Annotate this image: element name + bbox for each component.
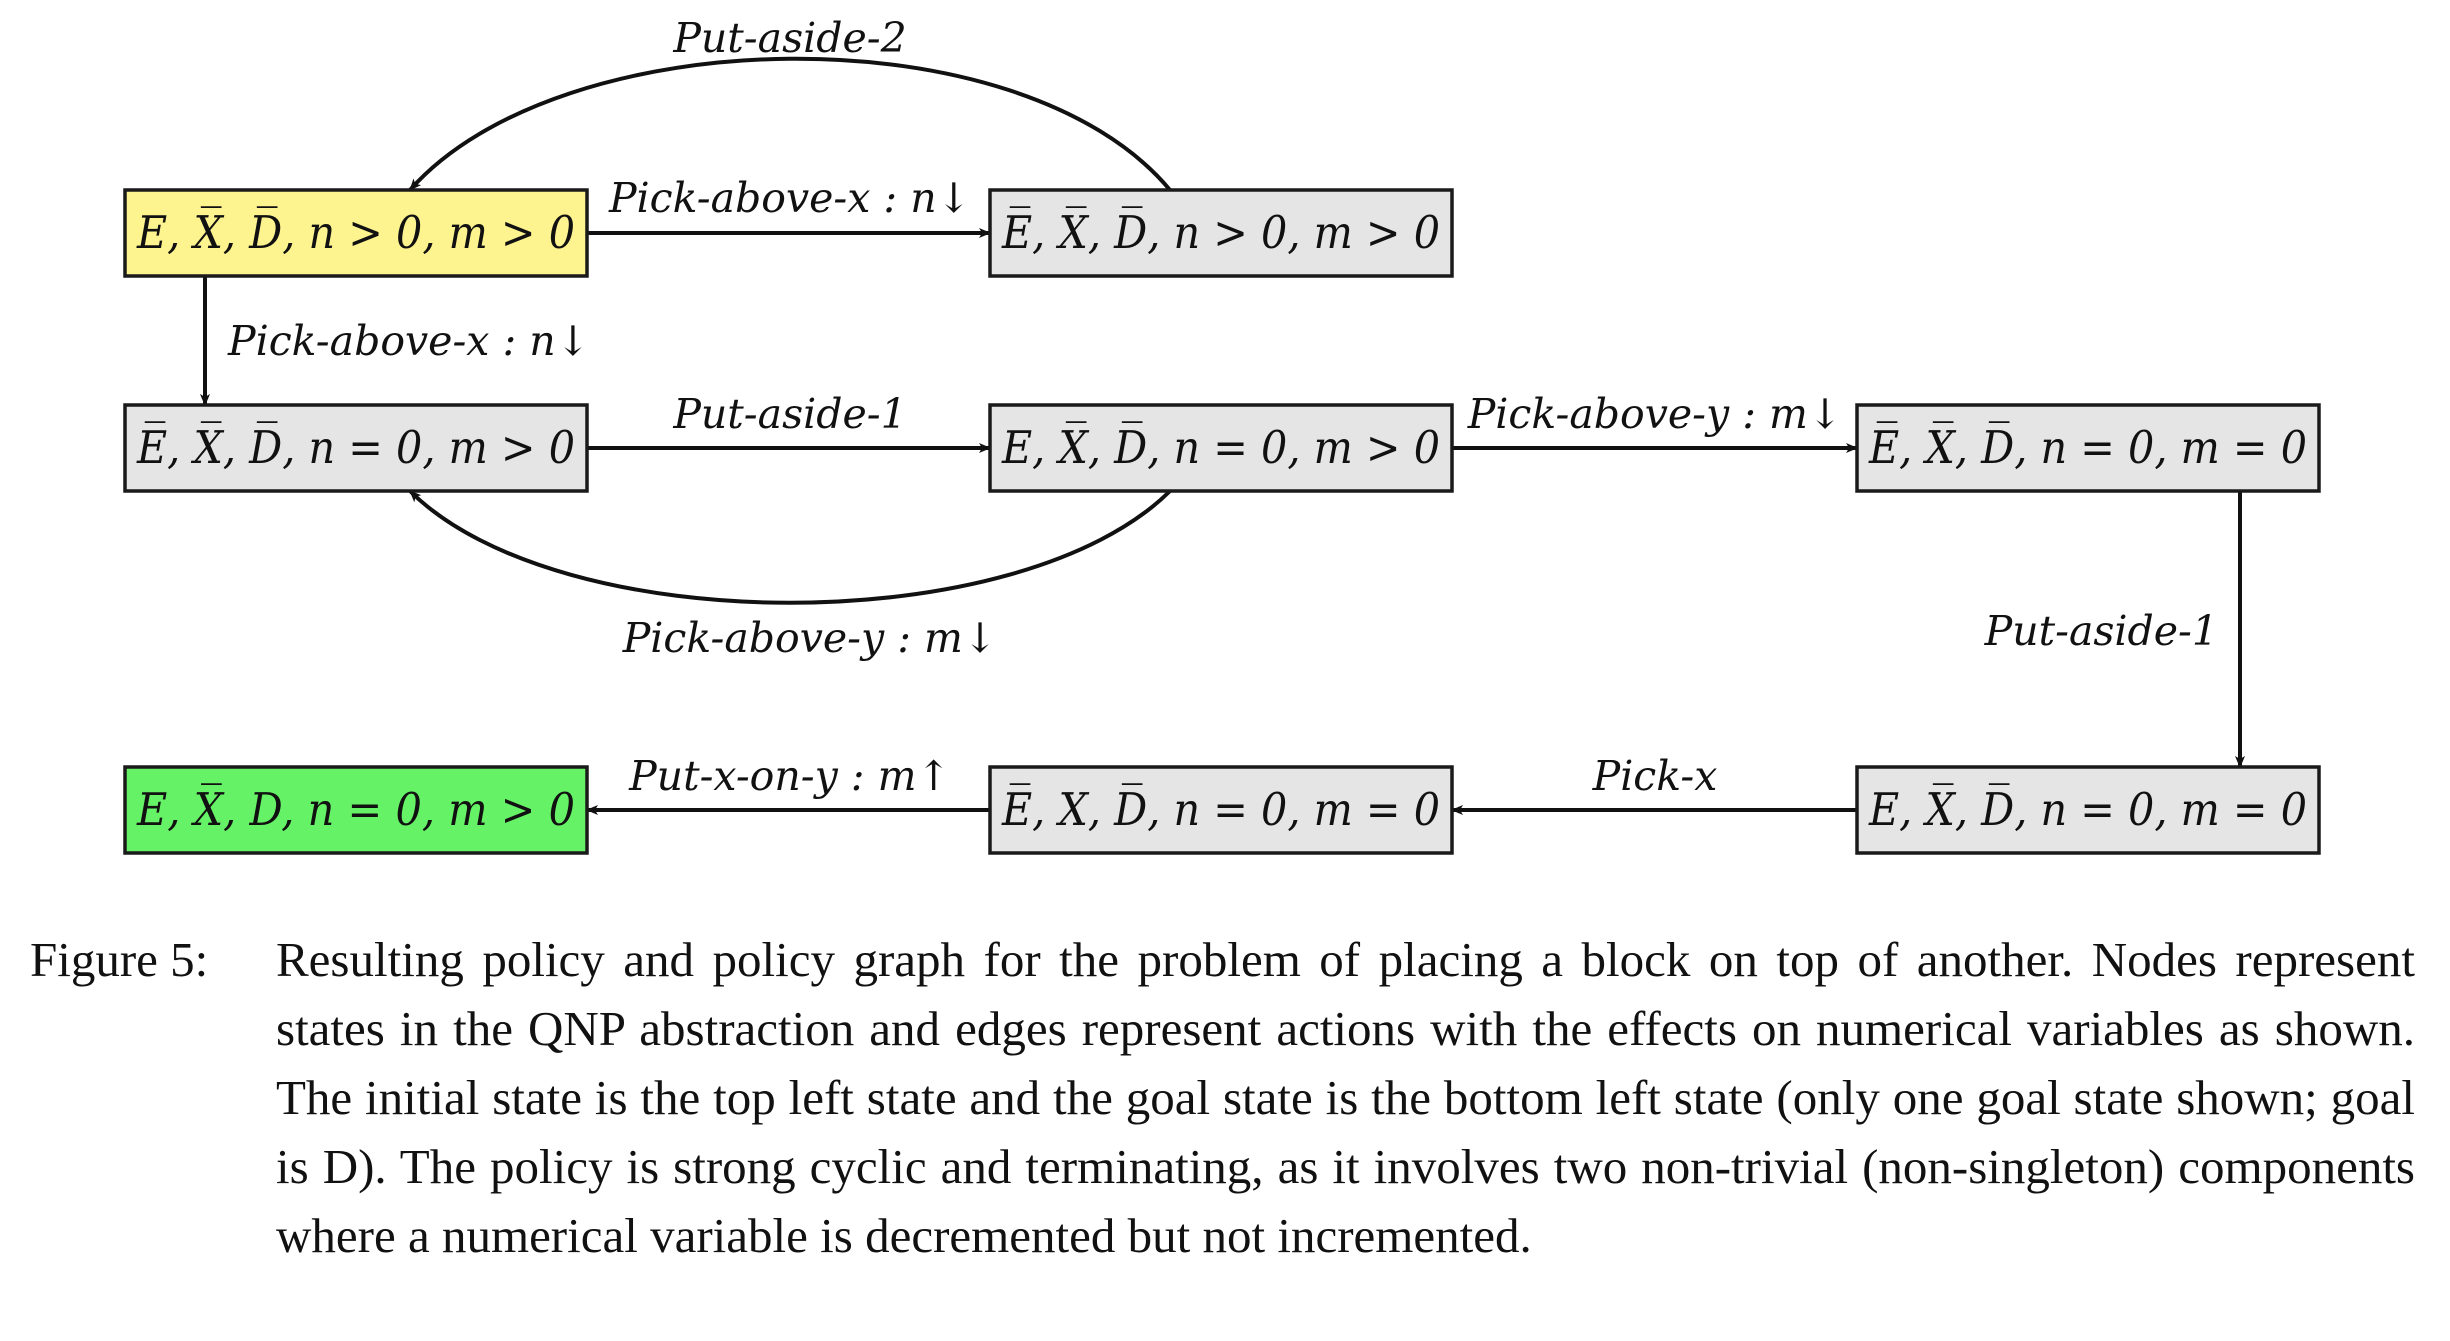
state-node-box: [988, 765, 1454, 855]
edge-label: Put-aside-2: [672, 14, 906, 62]
state-node-box: [988, 403, 1454, 493]
edge-label: Pick-x: [1592, 752, 1718, 800]
edge-s4-to-s5: Pick-above-y : m↓: [1452, 390, 1858, 453]
state-node-s4: E, X̅, D̅, n = 0, m > 0: [988, 403, 1454, 493]
edge-label: Pick-above-x : n↓: [608, 174, 971, 222]
state-node-s2: E̅, X̅, D̅, n > 0, m > 0: [988, 188, 1454, 278]
state-node-label: E, X̅, D, n = 0, m > 0: [136, 783, 575, 836]
edge-s7-to-s6: Put-x-on-y : m↑: [586, 752, 990, 815]
state-node-label: E, X̅, D̅, n = 0, m = 0: [1868, 783, 2307, 836]
caption-label: Figure 5:: [30, 932, 209, 987]
state-node-s3: E̅, X̅, D̅, n = 0, m > 0: [123, 403, 589, 493]
state-node-label: E̅, X̅, D̅, n > 0, m > 0: [1001, 206, 1440, 259]
edge-label: Put-x-on-y : m↑: [628, 752, 951, 800]
edge-arrow: [408, 56, 1172, 192]
state-node-s1: E, X̅, D̅, n > 0, m > 0: [123, 188, 589, 278]
edge-label: Pick-above-y : m↓: [622, 614, 998, 662]
state-node-label: E, X̅, D̅, n > 0, m > 0: [136, 206, 575, 259]
edge-arrow: [408, 489, 1172, 605]
state-node-label: E̅, X̅, D̅, n = 0, m = 0: [1868, 421, 2307, 474]
edge-s5-to-s8: Put-aside-1: [1984, 491, 2245, 768]
state-node-box: [123, 403, 589, 493]
caption-text: Resulting policy and policy graph for th…: [276, 932, 2415, 1263]
state-node-label: E̅, X̅, D̅, n = 0, m > 0: [136, 421, 575, 474]
edge-s3-to-s4: Put-aside-1: [587, 390, 991, 453]
edge-s2-to-s1: Put-aside-2: [408, 14, 1172, 192]
edge-s1-to-s3: Pick-above-x : n↓: [200, 276, 590, 406]
state-node-box: [123, 188, 589, 278]
state-node-s5: E̅, X̅, D̅, n = 0, m = 0: [1855, 403, 2321, 493]
state-node-s8: E, X̅, D̅, n = 0, m = 0: [1855, 765, 2321, 855]
state-node-s6: E, X̅, D, n = 0, m > 0: [123, 765, 589, 855]
state-node-box: [988, 188, 1454, 278]
edge-label: Pick-above-x : n↓: [227, 317, 590, 365]
state-node-box: [1855, 403, 2321, 493]
state-node-label: E̅, X, D̅, n = 0, m = 0: [1001, 783, 1440, 836]
edge-s1-to-s2: Pick-above-x : n↓: [587, 174, 991, 238]
edge-label: Pick-above-y : m↓: [1467, 390, 1843, 438]
edge-s4-to-s3: Pick-above-y : m↓: [408, 489, 1172, 662]
state-node-box: [123, 765, 589, 855]
edge-label: Put-aside-1: [1984, 607, 2218, 655]
edge-s8-to-s7: Pick-x: [1451, 752, 1857, 815]
state-node-box: [1855, 765, 2321, 855]
state-node-label: E, X̅, D̅, n = 0, m > 0: [1001, 421, 1440, 474]
state-node-s7: E̅, X, D̅, n = 0, m = 0: [988, 765, 1454, 855]
edge-label: Put-aside-1: [672, 390, 906, 438]
